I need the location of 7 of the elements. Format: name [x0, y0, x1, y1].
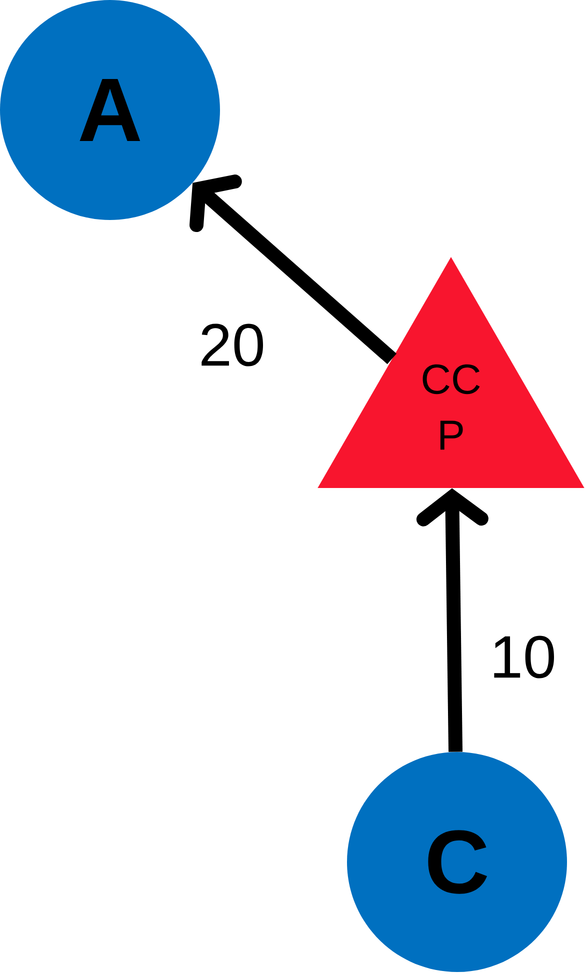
circle-node: A	[0, 0, 220, 220]
edge-label: 10	[494, 636, 554, 678]
triangle-node: CC P	[318, 257, 584, 488]
circle-node: C	[347, 752, 567, 972]
edge-label: 20	[202, 324, 263, 366]
arrow	[416, 488, 488, 752]
arrow	[190, 174, 397, 364]
